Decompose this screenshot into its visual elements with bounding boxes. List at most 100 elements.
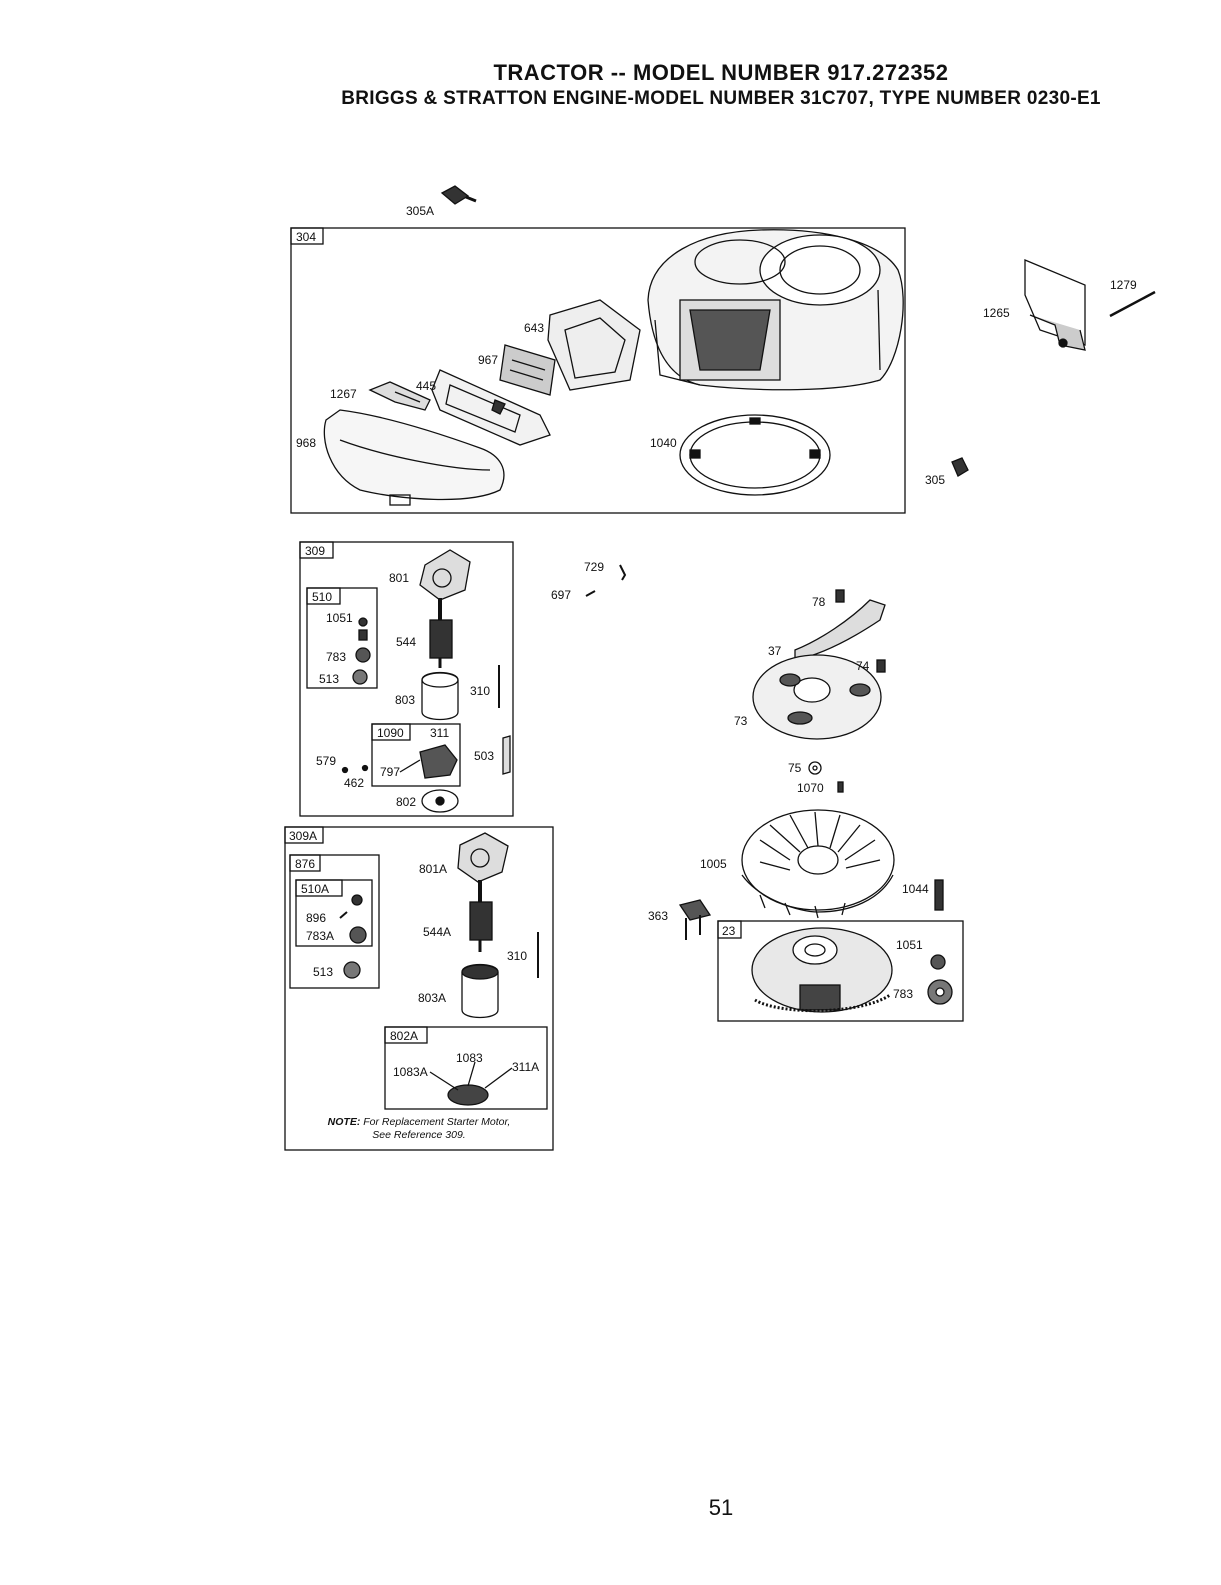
- label-729: 729: [584, 560, 604, 574]
- label-73: 73: [734, 714, 748, 728]
- replacement-note: NOTE: For Replacement Starter Motor, See…: [288, 1116, 550, 1142]
- label-305: 305: [925, 473, 945, 487]
- label-801: 801: [389, 571, 409, 585]
- brush-assembly-1090-illustration: [419, 744, 458, 779]
- blower-housing-illustration: [647, 229, 904, 391]
- label-74: 74: [856, 659, 870, 673]
- label-513a: 513: [319, 672, 339, 686]
- label-1051a: 1051: [326, 611, 353, 625]
- gear-part-510a-illustration: [351, 894, 363, 906]
- label-896: 896: [306, 911, 326, 925]
- label-box-1090: 1090: [377, 726, 404, 740]
- cover-968-illustration: [323, 409, 505, 501]
- box-1090-tag: [371, 723, 411, 741]
- box-510: [306, 587, 378, 689]
- page-title: TRACTOR -- MODEL NUMBER 917.272352: [493, 60, 949, 85]
- note-line-1: For Replacement Starter Motor,: [363, 1116, 511, 1128]
- housing-803-illustration: [421, 671, 459, 721]
- label-box-876: 876: [295, 857, 315, 871]
- label-311: 311: [430, 726, 449, 740]
- label-box-510: 510: [312, 590, 332, 604]
- clip-1267-illustration: [368, 381, 431, 411]
- label-1083: 1083: [456, 1051, 483, 1065]
- label-box-309: 309: [305, 544, 325, 558]
- collar-513b-illustration: [343, 961, 361, 979]
- brush-503-illustration: [502, 735, 511, 775]
- label-801a: 801A: [419, 862, 447, 876]
- label-797: 797: [380, 765, 400, 779]
- label-box-309a: 309A: [289, 829, 317, 843]
- spacer-1051b-illustration: [930, 954, 946, 970]
- label-box-510a: 510A: [301, 882, 329, 896]
- label-967: 967: [478, 353, 498, 367]
- bolt-74-illustration: [876, 659, 886, 673]
- clamp-363-illustration: [678, 899, 712, 921]
- bolt-1279-illustration: [1109, 290, 1156, 318]
- label-box-304: 304: [296, 230, 316, 244]
- label-513b: 513: [313, 965, 333, 979]
- box-23-tag: [717, 920, 742, 939]
- label-968: 968: [296, 436, 316, 450]
- label-697: 697: [551, 588, 571, 602]
- label-579: 579: [316, 754, 336, 768]
- label-1265: 1265: [983, 306, 1010, 320]
- label-box-802a: 802A: [390, 1029, 418, 1043]
- note-label: NOTE:: [327, 1116, 361, 1128]
- box-802a-tag: [384, 1026, 428, 1044]
- label-1267: 1267: [330, 387, 357, 401]
- end-cap-801a-illustration: [457, 832, 509, 883]
- box-1090: [371, 723, 461, 787]
- box-304-tag: [290, 227, 324, 245]
- label-643: 643: [524, 321, 544, 335]
- box-510a-tag: [295, 879, 343, 897]
- label-311a: 311A: [512, 1060, 539, 1074]
- label-1279: 1279: [1110, 278, 1137, 292]
- box-309a: [284, 826, 554, 1151]
- label-783a-alt: 783A: [306, 929, 334, 943]
- label-1044: 1044: [902, 882, 929, 896]
- label-78: 78: [812, 595, 826, 609]
- label-1051b: 1051: [896, 938, 923, 952]
- collar-513-illustration: [352, 669, 368, 685]
- spacer-1051-illustration: [358, 617, 368, 627]
- label-802: 802: [396, 795, 416, 809]
- box-510-tag: [306, 587, 341, 605]
- box-309a-tag: [284, 826, 324, 844]
- nut-1070-illustration: [837, 781, 844, 793]
- label-1005: 1005: [700, 857, 727, 871]
- panel-967-illustration: [499, 344, 556, 396]
- box-309: [299, 541, 514, 817]
- label-783a: 783: [326, 650, 346, 664]
- bracket-37-illustration: [794, 599, 886, 661]
- label-544: 544: [396, 635, 416, 649]
- box-802a: [384, 1026, 548, 1110]
- label-783b: 783: [893, 987, 913, 1001]
- ring-1040-illustration: [679, 414, 831, 496]
- grille-643-illustration: [547, 299, 641, 391]
- label-503: 503: [474, 749, 494, 763]
- screw-305a-illustration: [440, 185, 470, 205]
- box-23: [717, 920, 964, 1022]
- label-1070: 1070: [797, 781, 824, 795]
- label-305a: 305A: [406, 204, 434, 218]
- label-1083a: 1083A: [393, 1065, 428, 1079]
- washer-75-illustration: [808, 761, 822, 775]
- bolt-78-illustration: [835, 589, 845, 603]
- key-729-illustration: [619, 564, 627, 581]
- label-box-23: 23: [722, 924, 736, 938]
- page-number: 51: [708, 1495, 734, 1520]
- label-75: 75: [788, 761, 802, 775]
- label-37: 37: [768, 644, 782, 658]
- box-309-tag: [299, 541, 334, 559]
- label-445: 445: [416, 379, 436, 393]
- label-363: 363: [648, 909, 668, 923]
- screw-305-illustration: [951, 457, 969, 477]
- box-876: [289, 854, 380, 989]
- box-876-tag: [289, 854, 321, 872]
- label-1040: 1040: [650, 436, 677, 450]
- key-697-illustration: [585, 590, 596, 597]
- box-304: [290, 227, 906, 514]
- label-310a: 310: [470, 684, 490, 698]
- label-803: 803: [395, 693, 415, 707]
